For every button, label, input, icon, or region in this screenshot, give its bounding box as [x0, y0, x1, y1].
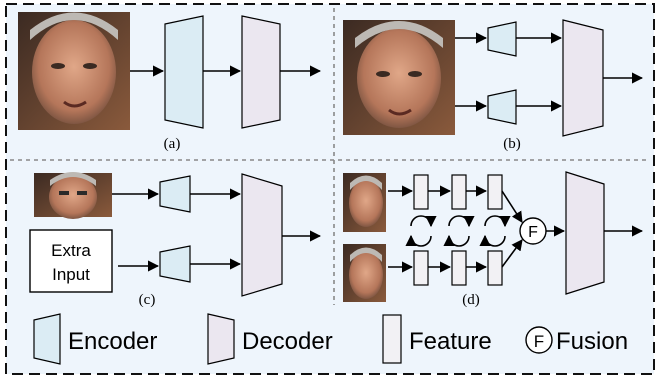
legend-feature-swatch: [382, 314, 402, 364]
encoder-block: [159, 175, 191, 213]
exchange-cycle-icon: [405, 215, 437, 247]
legend-encoder-swatch: [33, 313, 61, 365]
legend-fusion-label: Fusion: [556, 328, 628, 355]
encoder-block: [164, 15, 204, 129]
feature-block: [413, 174, 429, 210]
legend-fusion-symbol: F: [534, 332, 544, 351]
legend-fusion-swatch: [525, 326, 553, 354]
legend-decoder-label: Decoder: [242, 328, 333, 355]
encoder-block: [487, 21, 517, 57]
legend: Encoder Decoder Feature F Fusion: [33, 313, 628, 365]
feature-block: [451, 250, 467, 286]
extra-input-box: [29, 229, 113, 293]
face-image: [343, 173, 386, 232]
decoder-block: [241, 15, 281, 129]
legend-encoder-label: Encoder: [68, 328, 157, 355]
encoder-block: [159, 245, 191, 283]
panel-d: F (d): [343, 171, 644, 308]
decoder-block: [241, 173, 283, 297]
feature-block: [487, 250, 503, 286]
feature-block: [487, 174, 503, 210]
encoder-block: [487, 89, 517, 125]
panel-a: (a): [18, 12, 322, 152]
decoder-block: [562, 19, 604, 137]
panel-c: Extra Input (c): [29, 172, 322, 308]
exchange-cycle-icon: [443, 215, 475, 247]
feature-block: [413, 250, 429, 286]
face-image: [343, 244, 386, 302]
panel-b: (b): [343, 19, 644, 152]
exchange-cycle-icon: [479, 215, 511, 247]
fusion-symbol: F: [528, 224, 538, 241]
feature-block: [451, 174, 467, 210]
extra-input-label: Input: [52, 265, 90, 284]
legend-decoder-swatch: [207, 313, 235, 365]
panel-label: (d): [462, 292, 480, 308]
extra-input-label: Extra: [51, 241, 91, 260]
face-image: [34, 172, 112, 219]
panel-label: (c): [139, 292, 156, 308]
decoder-block: [565, 171, 605, 295]
face-image: [343, 20, 455, 135]
panel-label: (b): [503, 136, 521, 152]
legend-feature-label: Feature: [409, 328, 492, 355]
face-image: [18, 12, 130, 130]
panel-label: (a): [164, 136, 181, 152]
